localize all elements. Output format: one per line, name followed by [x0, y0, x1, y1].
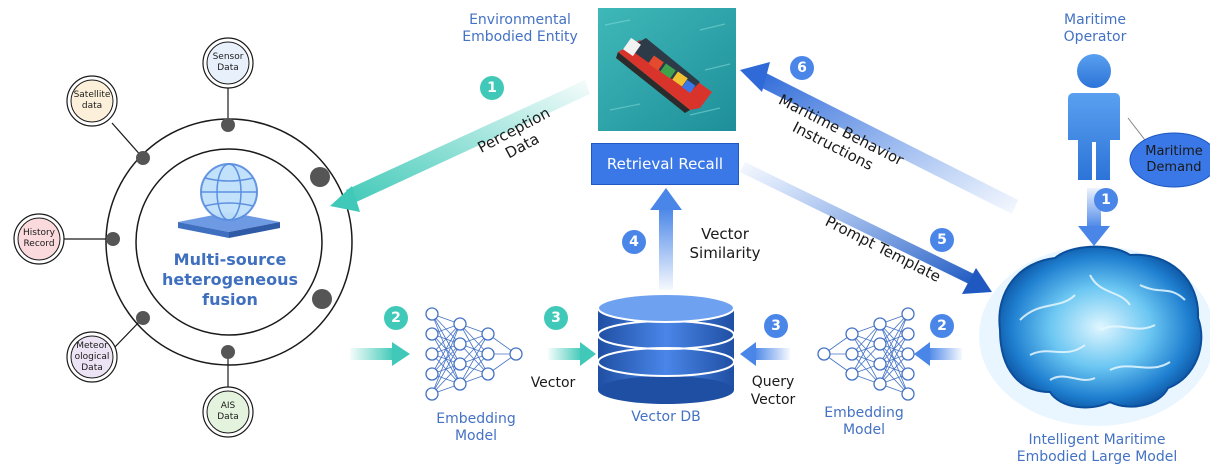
inner-ring [135, 148, 323, 336]
neural-network-icon [817, 307, 915, 401]
nn-edge [431, 323, 461, 375]
step-2-right-badge: 2 [930, 314, 954, 338]
nn-edge [459, 353, 489, 385]
source-meteor [66, 331, 118, 383]
nn-edge [431, 323, 461, 395]
arrow-perception [330, 80, 590, 212]
nn-node [425, 367, 439, 381]
arrow-query-db [740, 342, 790, 366]
nn-node [453, 317, 467, 331]
nn-node [425, 347, 439, 361]
arrow-embed-db [548, 342, 596, 366]
nn-node [845, 367, 859, 381]
person-icon [1068, 54, 1210, 188]
demand-bubble [1129, 132, 1210, 188]
nn-node [901, 307, 915, 321]
nn-node [425, 307, 439, 321]
nn-node [901, 327, 915, 341]
source-meteor-label: Meteor ological Data [74, 341, 110, 373]
step-3-badge: 3 [544, 306, 568, 330]
arrow-similarity [650, 188, 682, 290]
ship-icon [598, 8, 736, 131]
arrow-behavior [740, 62, 1018, 214]
nn-edge [851, 333, 881, 385]
nn-node [509, 347, 523, 361]
nn-edge [431, 343, 461, 395]
step-4-badge: 4 [622, 230, 646, 254]
nn-node [453, 337, 467, 351]
step-2-badge: 2 [384, 306, 408, 330]
nn-node [481, 347, 495, 361]
nn-node [845, 347, 859, 361]
vector-db-label: Vector DB [631, 409, 701, 425]
nn-node [817, 347, 831, 361]
source-sensor [202, 37, 254, 89]
nn-node [481, 327, 495, 341]
nn-node [873, 337, 887, 351]
nn-node [873, 377, 887, 391]
nn-edge [879, 343, 909, 395]
nn-edge [879, 323, 909, 395]
globe-icon [178, 163, 280, 238]
step-5-badge: 5 [930, 228, 954, 252]
step-1-right-badge: 1 [1094, 188, 1118, 212]
brain-icon [979, 245, 1210, 426]
nn-edge [851, 353, 881, 385]
retrieval-recall-box: Retrieval Recall [591, 143, 739, 185]
nn-node [453, 357, 467, 371]
source-sensor-label: Sensor Data [212, 52, 244, 73]
source-ais [202, 386, 254, 438]
fusion-label: Multi-source heterogeneous fusion [161, 250, 299, 309]
nn-node [453, 377, 467, 391]
nn-edge [879, 323, 909, 355]
nn-node [845, 327, 859, 341]
nn-edge [879, 363, 909, 395]
vector-left-label: Vector [530, 375, 576, 391]
nn-node [901, 367, 915, 381]
source-ais-label: AIS Data [217, 401, 239, 422]
source-satellite-label: Satellite data [73, 90, 111, 111]
nn-node [481, 367, 495, 381]
nn-edge [851, 333, 881, 365]
nn-node [873, 317, 887, 331]
arrow-fusion-embed [350, 342, 410, 366]
neural-network-icon [425, 307, 523, 401]
nn-node [901, 387, 915, 401]
step-3-right-badge: 3 [764, 314, 788, 338]
nn-node [425, 387, 439, 401]
nn-edge [431, 323, 461, 355]
source-history [13, 213, 65, 265]
step-1-badge: 1 [480, 76, 504, 100]
nn-node [425, 327, 439, 341]
nn-edge [879, 323, 909, 375]
nn-node [873, 357, 887, 371]
nn-edge [459, 333, 489, 385]
source-history-label: History Record [22, 228, 56, 249]
fusion-hub [63, 86, 353, 388]
source-satellite [66, 75, 118, 127]
nn-node [901, 347, 915, 361]
arrow-brain-embed [914, 342, 962, 366]
nn-edge [431, 363, 461, 395]
database-icon [597, 293, 735, 404]
nn-edge [459, 333, 489, 365]
step-6-badge: 6 [790, 56, 814, 80]
arrow-prompt [740, 162, 992, 294]
